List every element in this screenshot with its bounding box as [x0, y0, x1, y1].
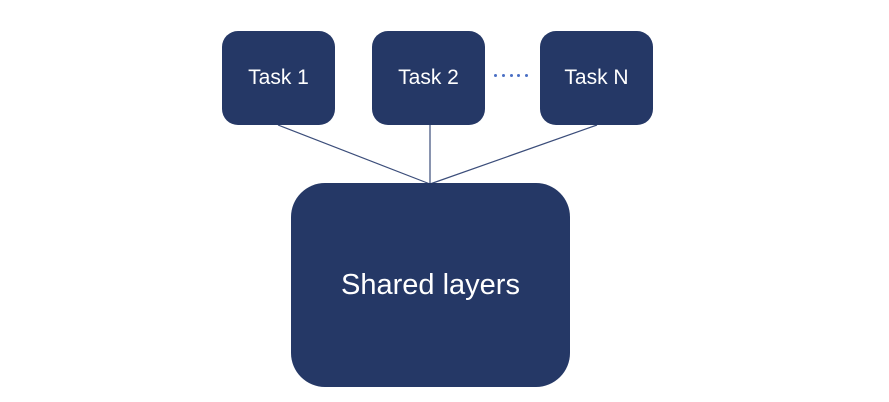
task-label-2: Task 2	[398, 66, 459, 89]
task-label-1: Task 1	[248, 66, 309, 89]
shared-layers-label: Shared layers	[341, 268, 520, 301]
ellipsis-dot	[525, 73, 528, 77]
ellipsis-dot	[517, 73, 521, 77]
connector-task-n	[429, 124, 598, 185]
task-label-n: Task N	[564, 66, 629, 89]
task-box-2: Task 2	[372, 31, 485, 125]
shared-layers-box: Shared layers	[291, 183, 570, 387]
ellipsis-dot	[509, 73, 513, 77]
ellipsis-dot	[494, 73, 497, 77]
ellipsis-dots	[494, 68, 528, 82]
connector-task-1	[277, 124, 431, 185]
ellipsis-dot	[501, 73, 505, 77]
task-box-n: Task N	[540, 31, 653, 125]
task-box-1: Task 1	[222, 31, 335, 125]
